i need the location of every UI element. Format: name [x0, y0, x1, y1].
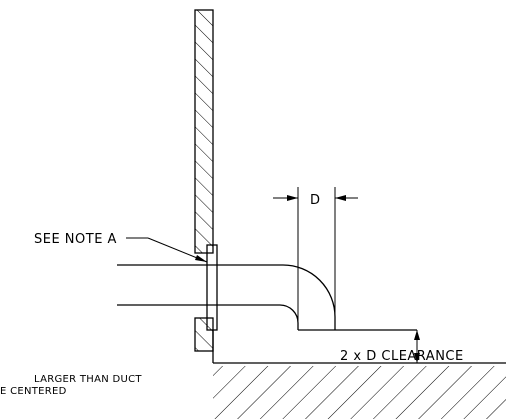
- partial-note: LARGER THAN DUCT E CENTERED: [0, 374, 142, 397]
- dimension-d-label: D: [310, 193, 321, 208]
- wall-sleeve: [206, 244, 218, 363]
- wall-lower: [194, 317, 214, 352]
- note-line-1: LARGER THAN DUCT: [34, 374, 142, 385]
- wall-upper: [194, 9, 214, 254]
- clearance-label: 2 x D CLEARANCE: [340, 349, 464, 364]
- note-a-leader: SEE NOTE A: [34, 232, 208, 263]
- floor: [213, 362, 506, 419]
- clearance-dimension: 2 x D CLEARANCE: [340, 330, 464, 364]
- duct: [117, 264, 417, 331]
- note-line-2: E CENTERED: [0, 386, 67, 397]
- see-note-label: SEE NOTE A: [34, 232, 117, 247]
- dimension-d: D: [273, 187, 358, 330]
